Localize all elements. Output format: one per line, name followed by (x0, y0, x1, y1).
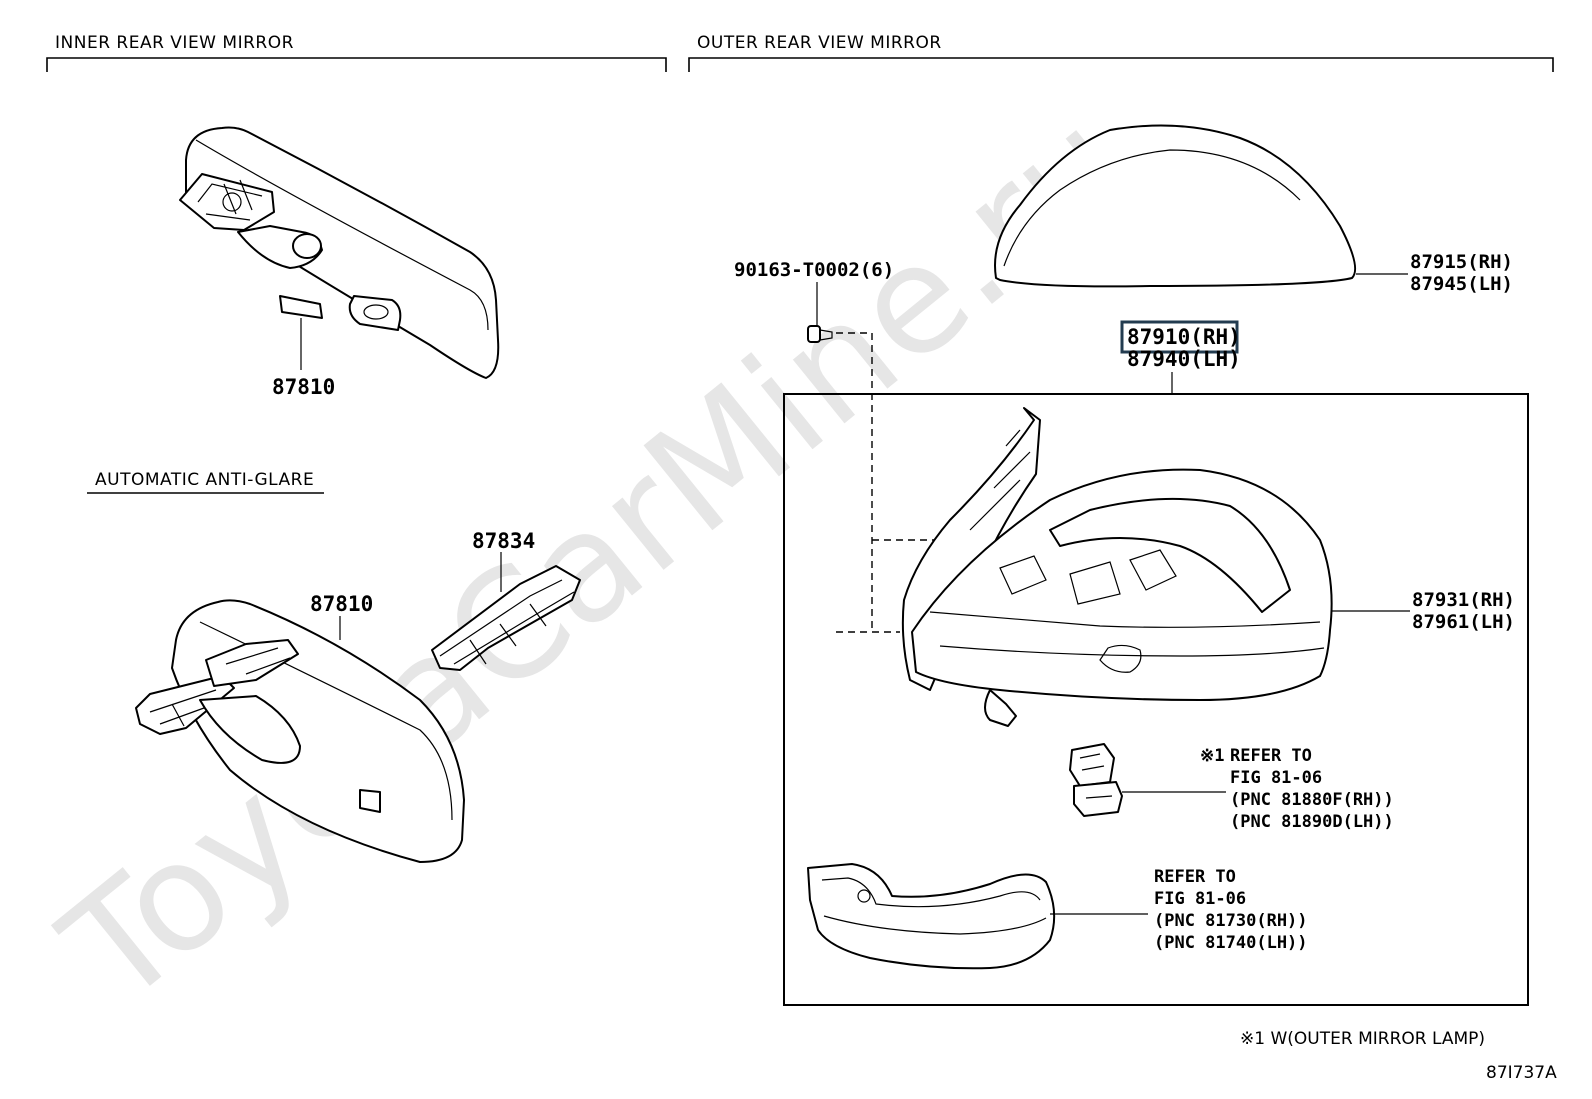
figure-id: 87I737A (1486, 1063, 1557, 1083)
screw-dashed-guide-2 (836, 539, 938, 633)
lamp-ref-line-1: REFER TO (1230, 746, 1312, 766)
section-auto-title: AUTOMATIC ANTI-GLARE (95, 470, 314, 490)
cover-87834-drawing (431, 565, 581, 671)
assembly-frame (783, 393, 1529, 1006)
inner-mirror-label: 87810 (272, 375, 335, 399)
section-inner-title: INNER REAR VIEW MIRROR (55, 33, 294, 53)
outer-cover-drawing (994, 124, 1356, 288)
screw-icon (807, 325, 833, 343)
section-outer-bracket (688, 57, 1554, 72)
lamp-ref-mark: ※1 (1200, 746, 1224, 766)
footnote: ※1 W(OUTER MIRROR LAMP) (1240, 1029, 1485, 1049)
assy-rh-label: 87910(RH) (1127, 325, 1241, 349)
assy-rh-highlight-box (1120, 320, 1239, 354)
screw-dashed-guide (836, 332, 873, 632)
section-inner-bracket (46, 57, 667, 72)
section-outer-title: OUTER REAR VIEW MIRROR (697, 33, 942, 53)
screw-label: 90163-T0002(6) (734, 259, 894, 281)
auto-mirror-drawing (135, 599, 465, 863)
assy-lh-label: 87940(LH) (1127, 347, 1241, 371)
mirror-lamp-drawing (1069, 743, 1123, 817)
inner-mirror-drawing (179, 126, 500, 379)
housing-rh-label: 87931(RH) (1412, 589, 1515, 611)
lamp-ref-line-4: (PNC 81890D(LH)) (1230, 812, 1394, 832)
auto-mirror-label: 87810 (310, 592, 373, 616)
signal-ref-line-4: (PNC 81740(LH)) (1154, 933, 1308, 953)
housing-lh-label: 87961(LH) (1412, 611, 1515, 633)
lamp-ref-line-2: FIG 81-06 (1230, 768, 1322, 788)
signal-ref-line-2: FIG 81-06 (1154, 889, 1246, 909)
outer-cover-lh-label: 87945(LH) (1410, 273, 1513, 295)
cover-label: 87834 (472, 529, 535, 553)
turn-signal-drawing (807, 863, 1056, 970)
outer-mirror-assembly-drawing (901, 407, 1410, 727)
signal-ref-line-1: REFER TO (1154, 867, 1236, 887)
signal-ref-line-3: (PNC 81730(RH)) (1154, 911, 1308, 931)
outer-cover-rh-label: 87915(RH) (1410, 251, 1513, 273)
lamp-ref-line-3: (PNC 81880F(RH)) (1230, 790, 1394, 810)
